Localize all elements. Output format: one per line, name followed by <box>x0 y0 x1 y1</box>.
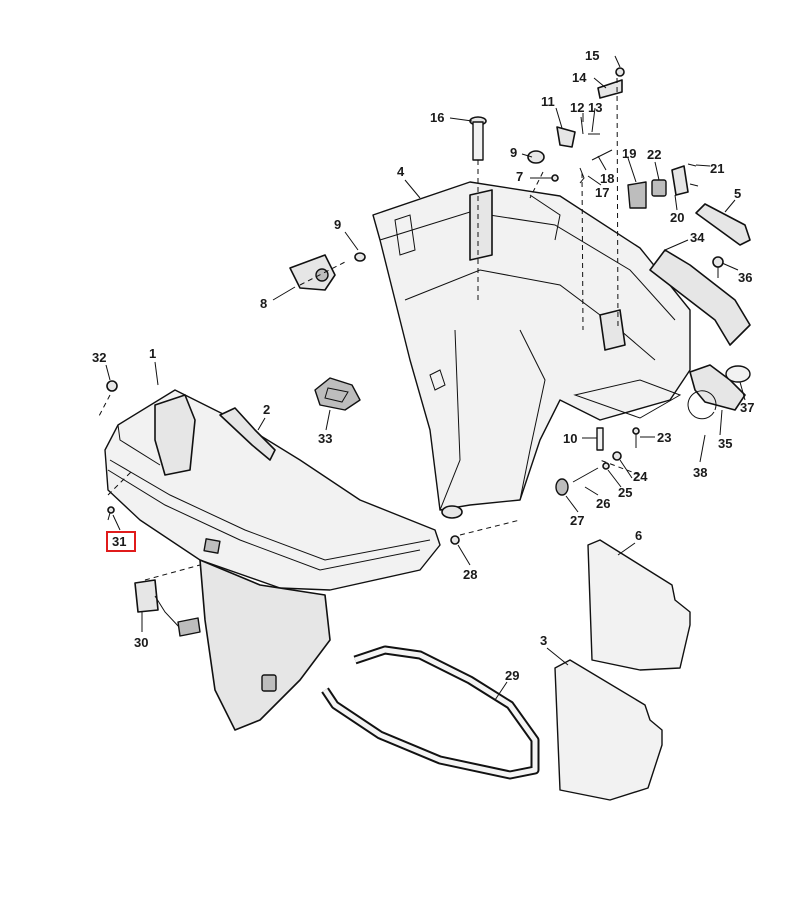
callout-23: 23 <box>657 430 671 445</box>
callout-35: 35 <box>718 436 732 451</box>
part-14-clip <box>597 79 623 99</box>
callout-9b: 9 <box>510 145 517 160</box>
callout-5: 5 <box>734 186 741 201</box>
callout-37: 37 <box>740 400 754 415</box>
part-9-washer-a <box>354 252 366 262</box>
part-25-washer <box>602 462 610 470</box>
callout-16: 16 <box>430 110 444 125</box>
callout-32: 32 <box>92 350 106 365</box>
part-3-pad <box>554 659 663 801</box>
callout-4: 4 <box>397 164 405 179</box>
part-22-block <box>651 179 667 197</box>
part-18-screw <box>591 149 613 161</box>
callout-15: 15 <box>585 48 599 63</box>
callout-38: 38 <box>693 465 707 480</box>
callout-10: 10 <box>563 431 577 446</box>
part-33-grommet <box>314 377 361 411</box>
callout-21: 21 <box>710 161 724 176</box>
callout-22: 22 <box>647 147 661 162</box>
callout-25: 25 <box>618 485 632 500</box>
callout-20: 20 <box>670 210 684 225</box>
part-1-lower-cowl <box>104 389 441 731</box>
part-12-bolt <box>580 116 584 135</box>
part-8-latch <box>289 254 336 291</box>
part-11-bracket <box>556 126 576 148</box>
part-31-screw <box>107 506 115 521</box>
alignment-lines <box>97 77 641 581</box>
callout-12: 12 <box>570 100 584 115</box>
callout-31: 31 <box>112 534 126 549</box>
callout-1: 1 <box>149 346 156 361</box>
part-19-latch-block <box>627 181 647 209</box>
callout-7: 7 <box>516 169 523 184</box>
part-21-screw <box>687 163 699 187</box>
part-5-trim <box>695 203 751 246</box>
part-34-side-trim <box>649 249 751 346</box>
callout-13: 13 <box>588 100 602 115</box>
part-17-spring <box>579 167 585 184</box>
part-16-pin <box>469 116 487 161</box>
callout-9a: 9 <box>334 217 341 232</box>
part-28-washer <box>450 535 460 545</box>
part-2-trim-strip <box>219 407 276 461</box>
part-38-clip <box>687 390 717 420</box>
callout-26: 26 <box>596 496 610 511</box>
part-32-nut <box>106 380 118 392</box>
part-37-sleeve <box>725 365 751 383</box>
part-27-grommet <box>555 478 569 496</box>
callout-14: 14 <box>572 70 587 85</box>
part-26-screw <box>572 467 599 483</box>
part-10-pin <box>596 427 604 451</box>
part-29-seal <box>321 645 540 780</box>
callout-24: 24 <box>633 469 648 484</box>
callout-29: 29 <box>505 668 519 683</box>
part-6-pad <box>587 539 691 671</box>
part-20-bracket <box>671 165 689 196</box>
callout-8: 8 <box>260 296 267 311</box>
part-24-nut <box>612 451 622 461</box>
part-30-switch <box>134 579 201 637</box>
part-23-bolt <box>632 427 640 448</box>
part-15-screw <box>615 67 625 77</box>
callout-36: 36 <box>738 270 752 285</box>
callout-labels: 1 2 3 4 5 6 7 8 9 9 10 11 12 13 14 15 16… <box>92 48 754 683</box>
part-36-screw <box>712 256 724 278</box>
callout-17: 17 <box>595 185 609 200</box>
callout-33: 33 <box>318 431 332 446</box>
callout-34: 34 <box>690 230 705 245</box>
callout-6: 6 <box>635 528 642 543</box>
callout-30: 30 <box>134 635 148 650</box>
callout-19: 19 <box>622 146 636 161</box>
callout-2: 2 <box>263 402 270 417</box>
part-4-upper-pan <box>372 181 691 519</box>
leader-lines <box>105 55 746 701</box>
part-9-washer-b <box>527 150 545 164</box>
callout-28: 28 <box>463 567 477 582</box>
callout-3: 3 <box>540 633 547 648</box>
callout-27: 27 <box>570 513 584 528</box>
part-31-highlight-box <box>106 531 136 552</box>
callout-18: 18 <box>600 171 614 186</box>
callout-11: 11 <box>541 94 555 109</box>
